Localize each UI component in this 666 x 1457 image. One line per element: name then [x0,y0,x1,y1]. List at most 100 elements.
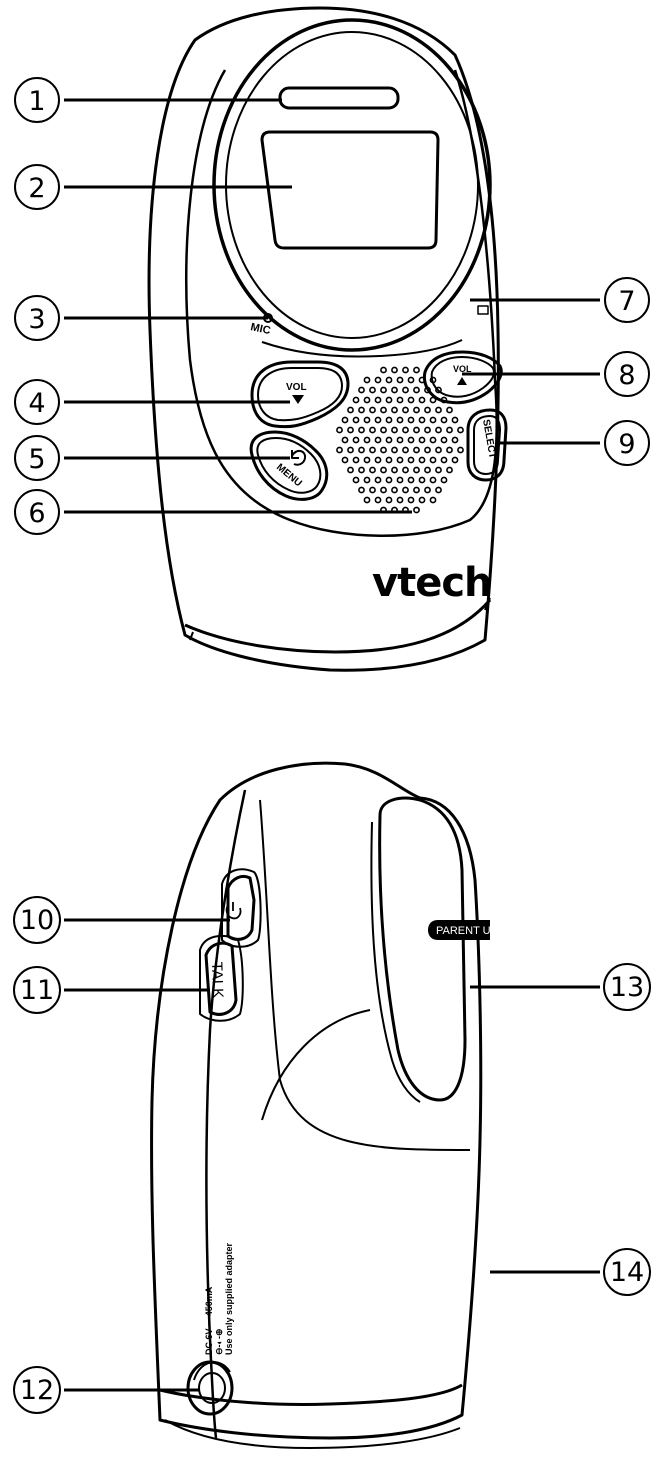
speaker-hole [429,436,437,444]
callout-5: 5 [14,435,60,481]
speaker-hole [363,416,371,424]
speaker-hole [413,446,420,454]
speaker-hole [402,406,409,414]
speaker-hole [413,426,420,434]
speaker-hole [374,396,382,404]
speaker-hole [363,456,371,464]
callout-leader-lines [64,98,600,1392]
light-indicator-bar [278,86,400,110]
speaker-hole [446,446,453,454]
speaker-hole [402,486,409,494]
callout-7: 7 [604,277,650,323]
speaker-hole [402,366,409,374]
speaker-hole [369,486,376,494]
power-icon [225,902,242,920]
side-labels: TALK PARENT UNIT DC 6V ⎓ 450mA ⊖-◐-⊕ Use… [204,925,509,1355]
vol-down-label: VOL [286,382,307,393]
callout-14: 14 [603,1248,651,1296]
polarity-text: ⊖-◐-⊕ [214,1328,224,1355]
callout-markers: 1 2 3 4 5 6 7 8 [13,77,651,1414]
front-view [147,6,508,672]
speaker-hole [352,436,360,444]
talk-button[interactable] [199,934,244,1022]
speaker-hole [429,476,437,484]
speaker-hole [380,466,387,474]
vol-down-arrow-icon [292,395,304,404]
svg-text:2: 2 [28,173,45,204]
speaker-hole [435,406,442,414]
clip-label: PARENT UNIT [436,925,509,937]
speaker-hole [435,426,442,434]
front-base-rim [184,599,492,654]
speaker-hole [380,406,387,414]
vol-down-button[interactable] [250,360,350,429]
speaker-hole [440,476,448,484]
front-labels: MIC VOL MENU VOL SELECT vtech [249,321,497,606]
speaker-hole [363,476,371,484]
brand-logo: vtech [372,560,492,606]
speaker-hole [347,446,354,454]
speaker-hole [396,436,404,444]
speaker-hole [446,406,453,414]
svg-text:1: 1 [28,86,45,117]
speaker-hole [413,386,420,394]
speaker-hole [385,416,393,424]
vol-up-label: VOL [453,364,472,374]
speaker-hole [402,446,409,454]
speaker-hole [413,486,420,494]
lcd-screen [260,130,440,250]
speaker-hole [363,376,371,384]
speaker-hole [352,396,360,404]
callout-13: 13 [603,963,651,1011]
speaker-hole [374,436,382,444]
speaker-hole [358,446,365,454]
speaker-hole [424,426,431,434]
speaker-hole [391,446,398,454]
belt-clip[interactable] [378,796,467,1102]
speaker-hole [358,466,365,474]
vol-up-arrow-icon [457,377,467,385]
speaker-hole [396,456,404,464]
speaker-hole [358,426,365,434]
select-button[interactable] [466,408,508,482]
speaker-hole [396,396,404,404]
speaker-hole [341,416,349,424]
battery-indicator-icon [477,305,489,315]
speaker-hole [418,476,426,484]
svg-text:6: 6 [28,498,45,529]
speaker-hole [380,486,387,494]
callout-9: 9 [604,420,650,466]
speaker-hole [396,496,404,504]
speaker-hole [363,436,371,444]
speaker-hole [413,406,420,414]
speaker-hole [407,416,415,424]
vol-up-button[interactable] [422,350,503,405]
speaker-hole [380,386,387,394]
mic-label: MIC [249,321,271,337]
speaker-hole [336,426,343,434]
speaker-hole [418,436,426,444]
front-body-outline [147,6,500,672]
callout-4: 4 [14,379,60,425]
speaker-hole [380,366,387,374]
power-rating-text: DC 6V ⎓ 450mA [204,1286,214,1355]
speaker-hole [435,486,442,494]
svg-text:7: 7 [618,286,635,317]
speaker-hole [402,466,409,474]
svg-text:10: 10 [20,905,54,936]
menu-button[interactable] [249,430,329,501]
front-base-edge [189,597,491,641]
speaker-hole [358,386,365,394]
speaker-hole [347,426,354,434]
speaker-hole [418,396,426,404]
speaker-hole [413,506,420,514]
adapter-warning-text: Use only supplied adapter [224,1242,234,1355]
speaker-hole [341,436,349,444]
speaker-hole [435,386,442,394]
speaker-hole [429,396,437,404]
speaker-hole [435,446,442,454]
speaker-hole [424,386,431,394]
speaker-hole [385,376,393,384]
callout-2: 2 [14,164,60,210]
